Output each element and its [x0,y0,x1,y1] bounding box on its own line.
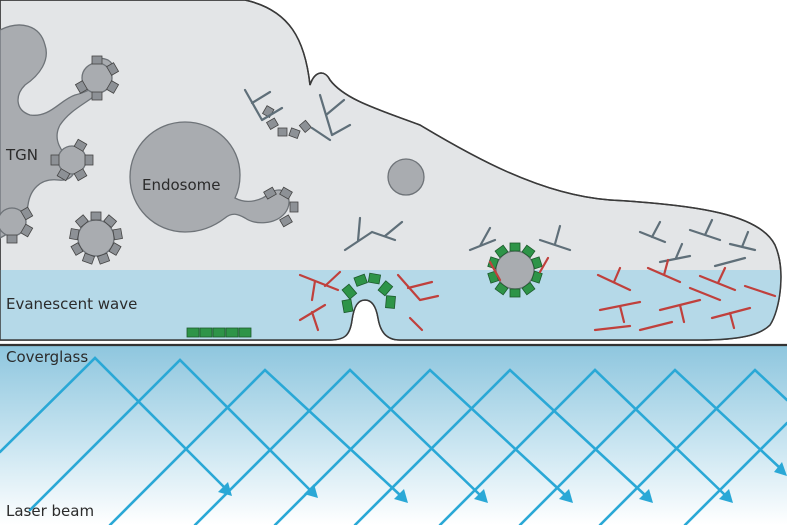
free-vesicle [388,159,424,195]
laser-beam-label: Laser beam [6,502,94,520]
endosome-label: Endosome [142,176,221,194]
flat-clathrin-lattice [187,328,251,337]
clathrin-coated-vesicle [488,243,542,297]
coverglass-region [0,345,787,525]
evanescent-wave-label: Evanescent wave [6,295,137,313]
coverglass-label: Coverglass [6,348,88,366]
tgn-label: TGN [5,146,38,164]
